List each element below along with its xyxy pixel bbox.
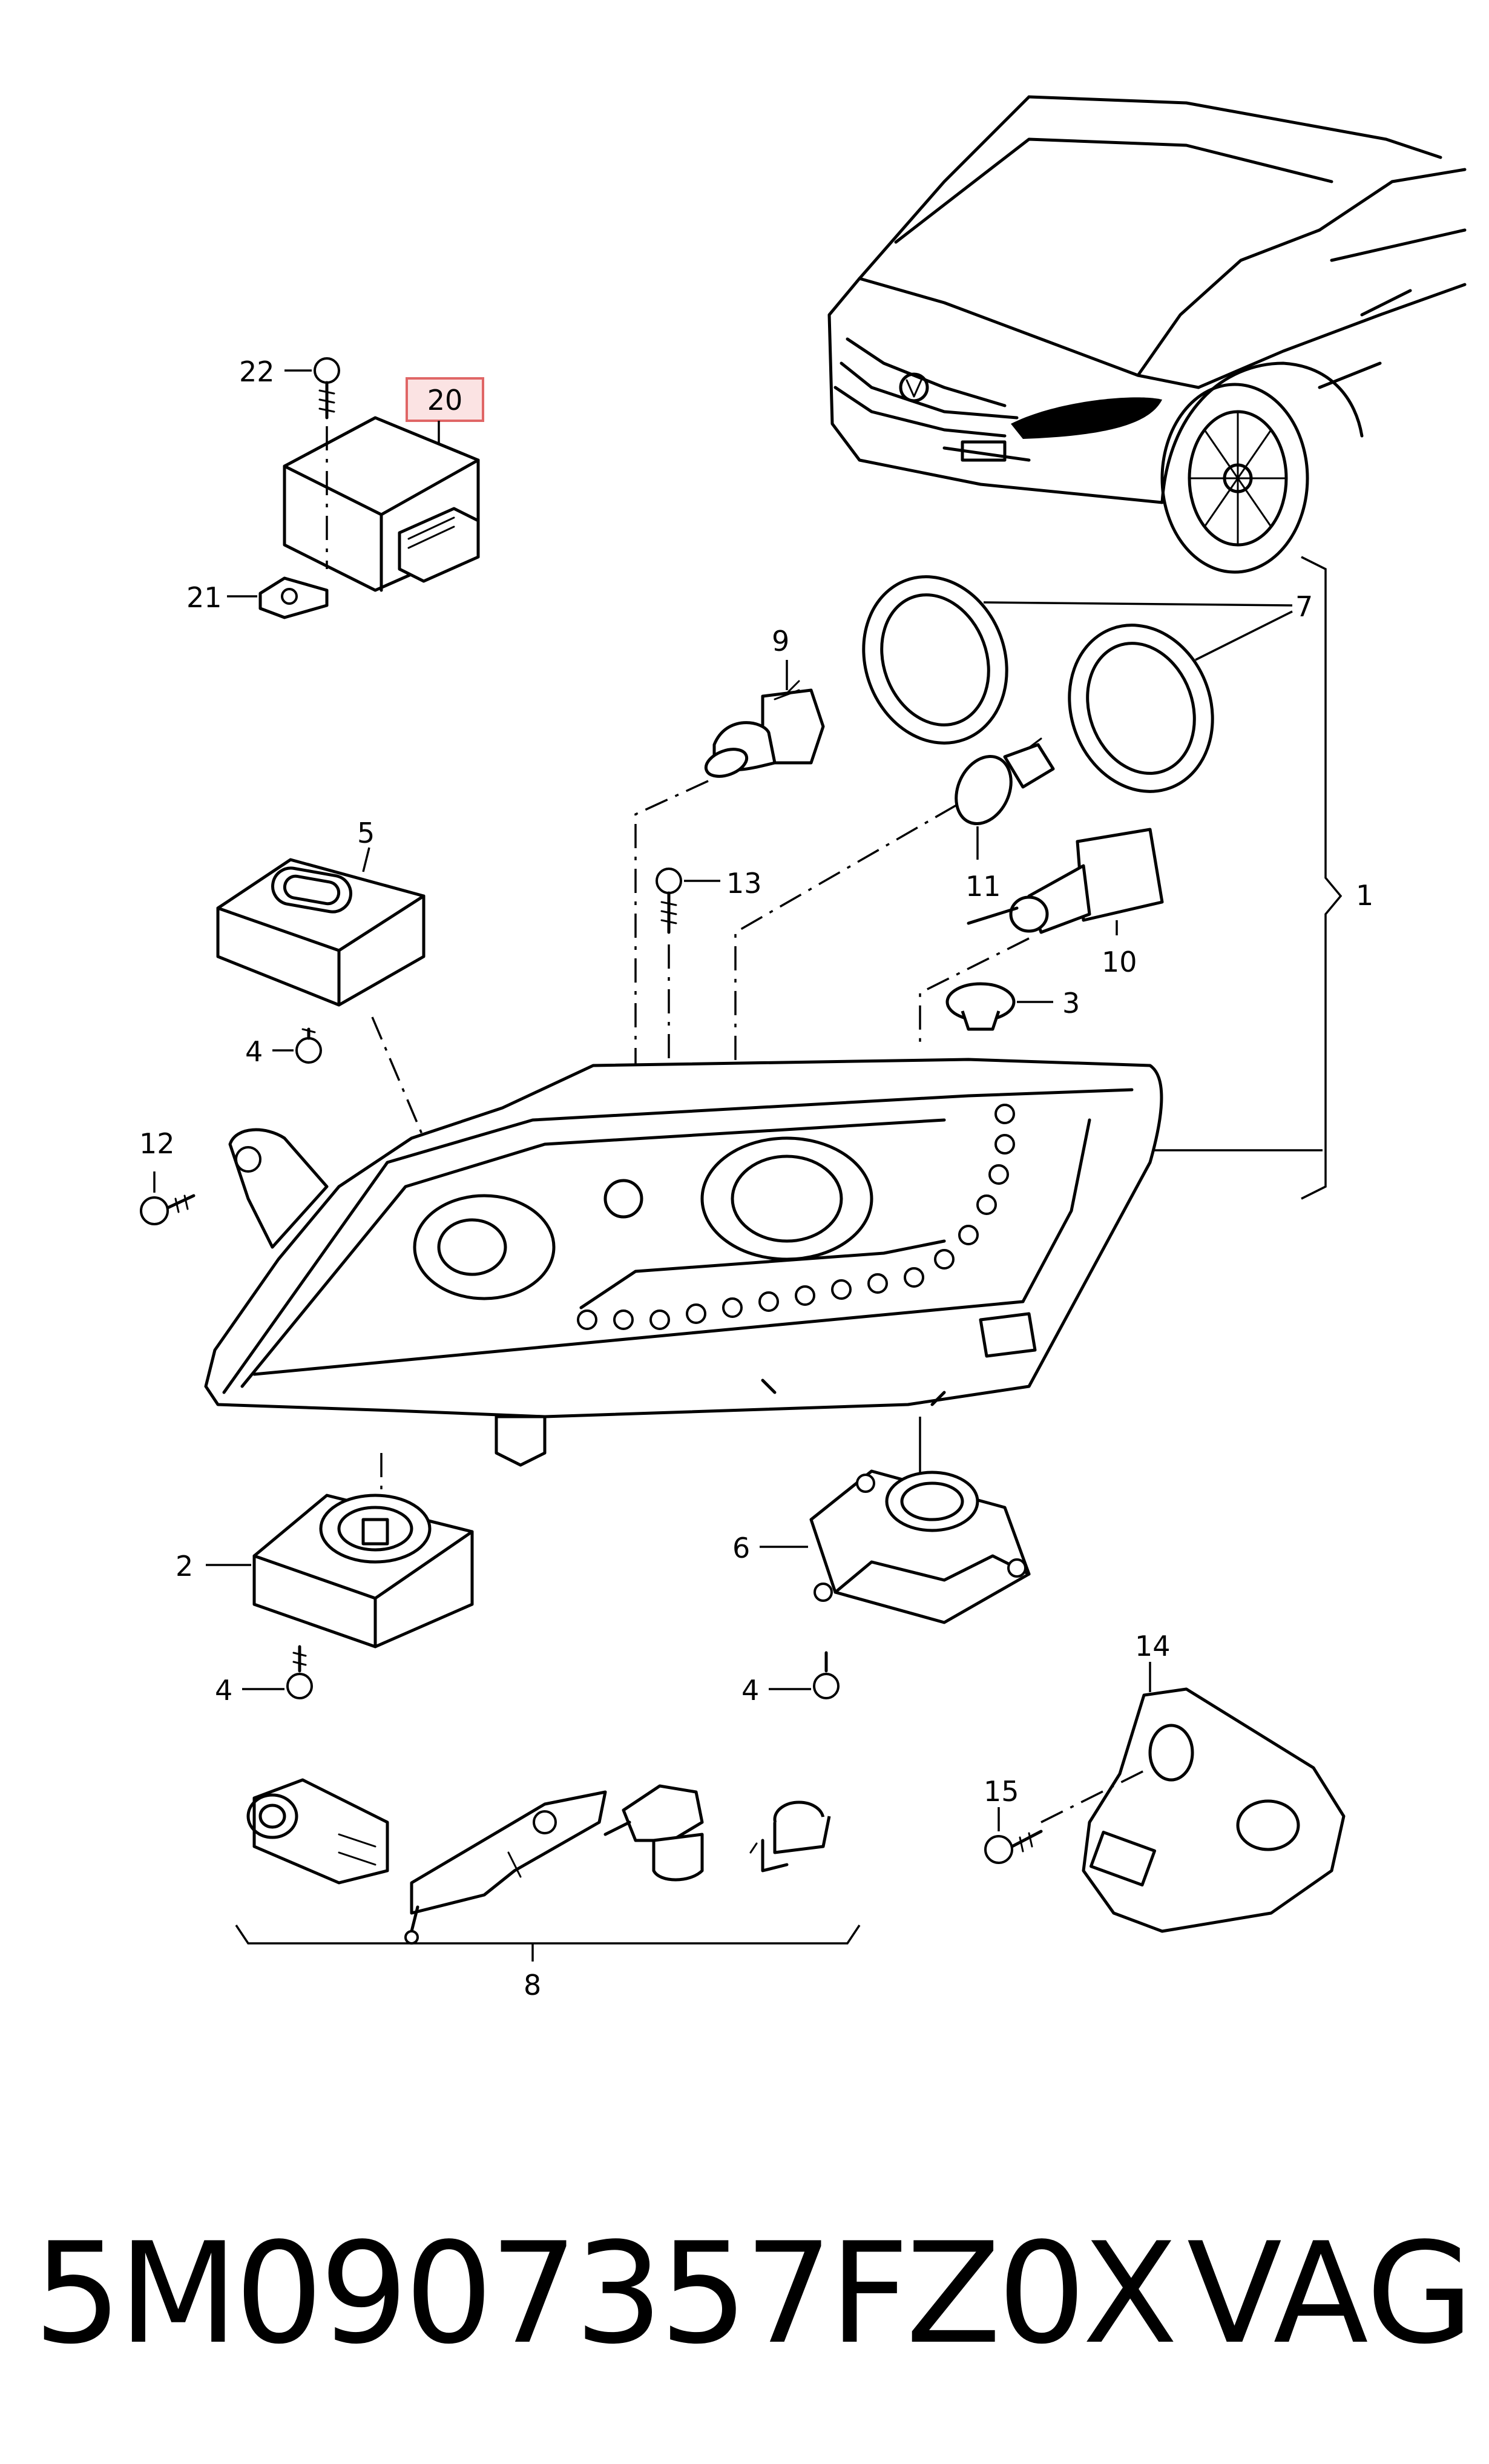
callout-4b: 4 <box>215 1674 232 1707</box>
callout-9: 9 <box>772 625 789 657</box>
callout-5: 5 <box>357 817 375 849</box>
bulb-h7: 9 <box>634 625 825 1072</box>
ballast-5: 5 4 <box>216 817 426 1139</box>
cap-3: 3 <box>945 982 1080 1031</box>
part-number-footer: 5M0907357FZ0X VAG <box>33 2204 1474 2385</box>
callout-12: 12 <box>139 1127 175 1160</box>
ballast-2: 2 4 <box>176 1453 474 1707</box>
seal-rings: 7 <box>862 575 1313 793</box>
callout-2: 2 <box>176 1550 193 1583</box>
part-20-highlight-box[interactable] <box>406 377 484 422</box>
callout-21: 21 <box>186 581 222 614</box>
assembly-bracket: 1 <box>1147 556 1373 1200</box>
callout-4c: 4 <box>741 1674 759 1707</box>
car-illustration <box>827 95 1467 574</box>
callout-14: 14 <box>1135 1630 1171 1662</box>
part-number: 5M0907357FZ0X <box>33 2213 1178 2375</box>
callout-8: 8 <box>524 1969 541 2001</box>
small-parts-group-8: 8 <box>235 1778 861 2001</box>
brand-label: VAG <box>1186 2213 1474 2375</box>
callout-22: 22 <box>239 355 275 388</box>
callout-6: 6 <box>732 1532 750 1564</box>
callout-3: 3 <box>1062 987 1080 1020</box>
callout-11: 11 <box>965 870 1001 903</box>
callout-7: 7 <box>1295 590 1313 623</box>
bracket-14: 14 15 <box>984 1630 1346 1933</box>
bulb-11: 11 <box>734 737 1055 1066</box>
xenon-bulb-10: 10 <box>919 828 1164 1047</box>
headlamp-housing <box>204 1058 1163 1467</box>
callout-4a: 4 <box>245 1035 263 1068</box>
callout-13: 13 <box>726 867 762 900</box>
control-unit-group: 20 22 21 <box>186 355 484 619</box>
screw-12: 12 <box>139 1127 196 1225</box>
callout-1: 1 <box>1356 879 1373 912</box>
callout-15: 15 <box>984 1775 1019 1808</box>
callout-20: 20 <box>427 384 463 417</box>
callout-10: 10 <box>1102 946 1137 978</box>
screw-13: 13 <box>656 867 762 1072</box>
igniter-6: 6 4 <box>732 1417 1031 1707</box>
